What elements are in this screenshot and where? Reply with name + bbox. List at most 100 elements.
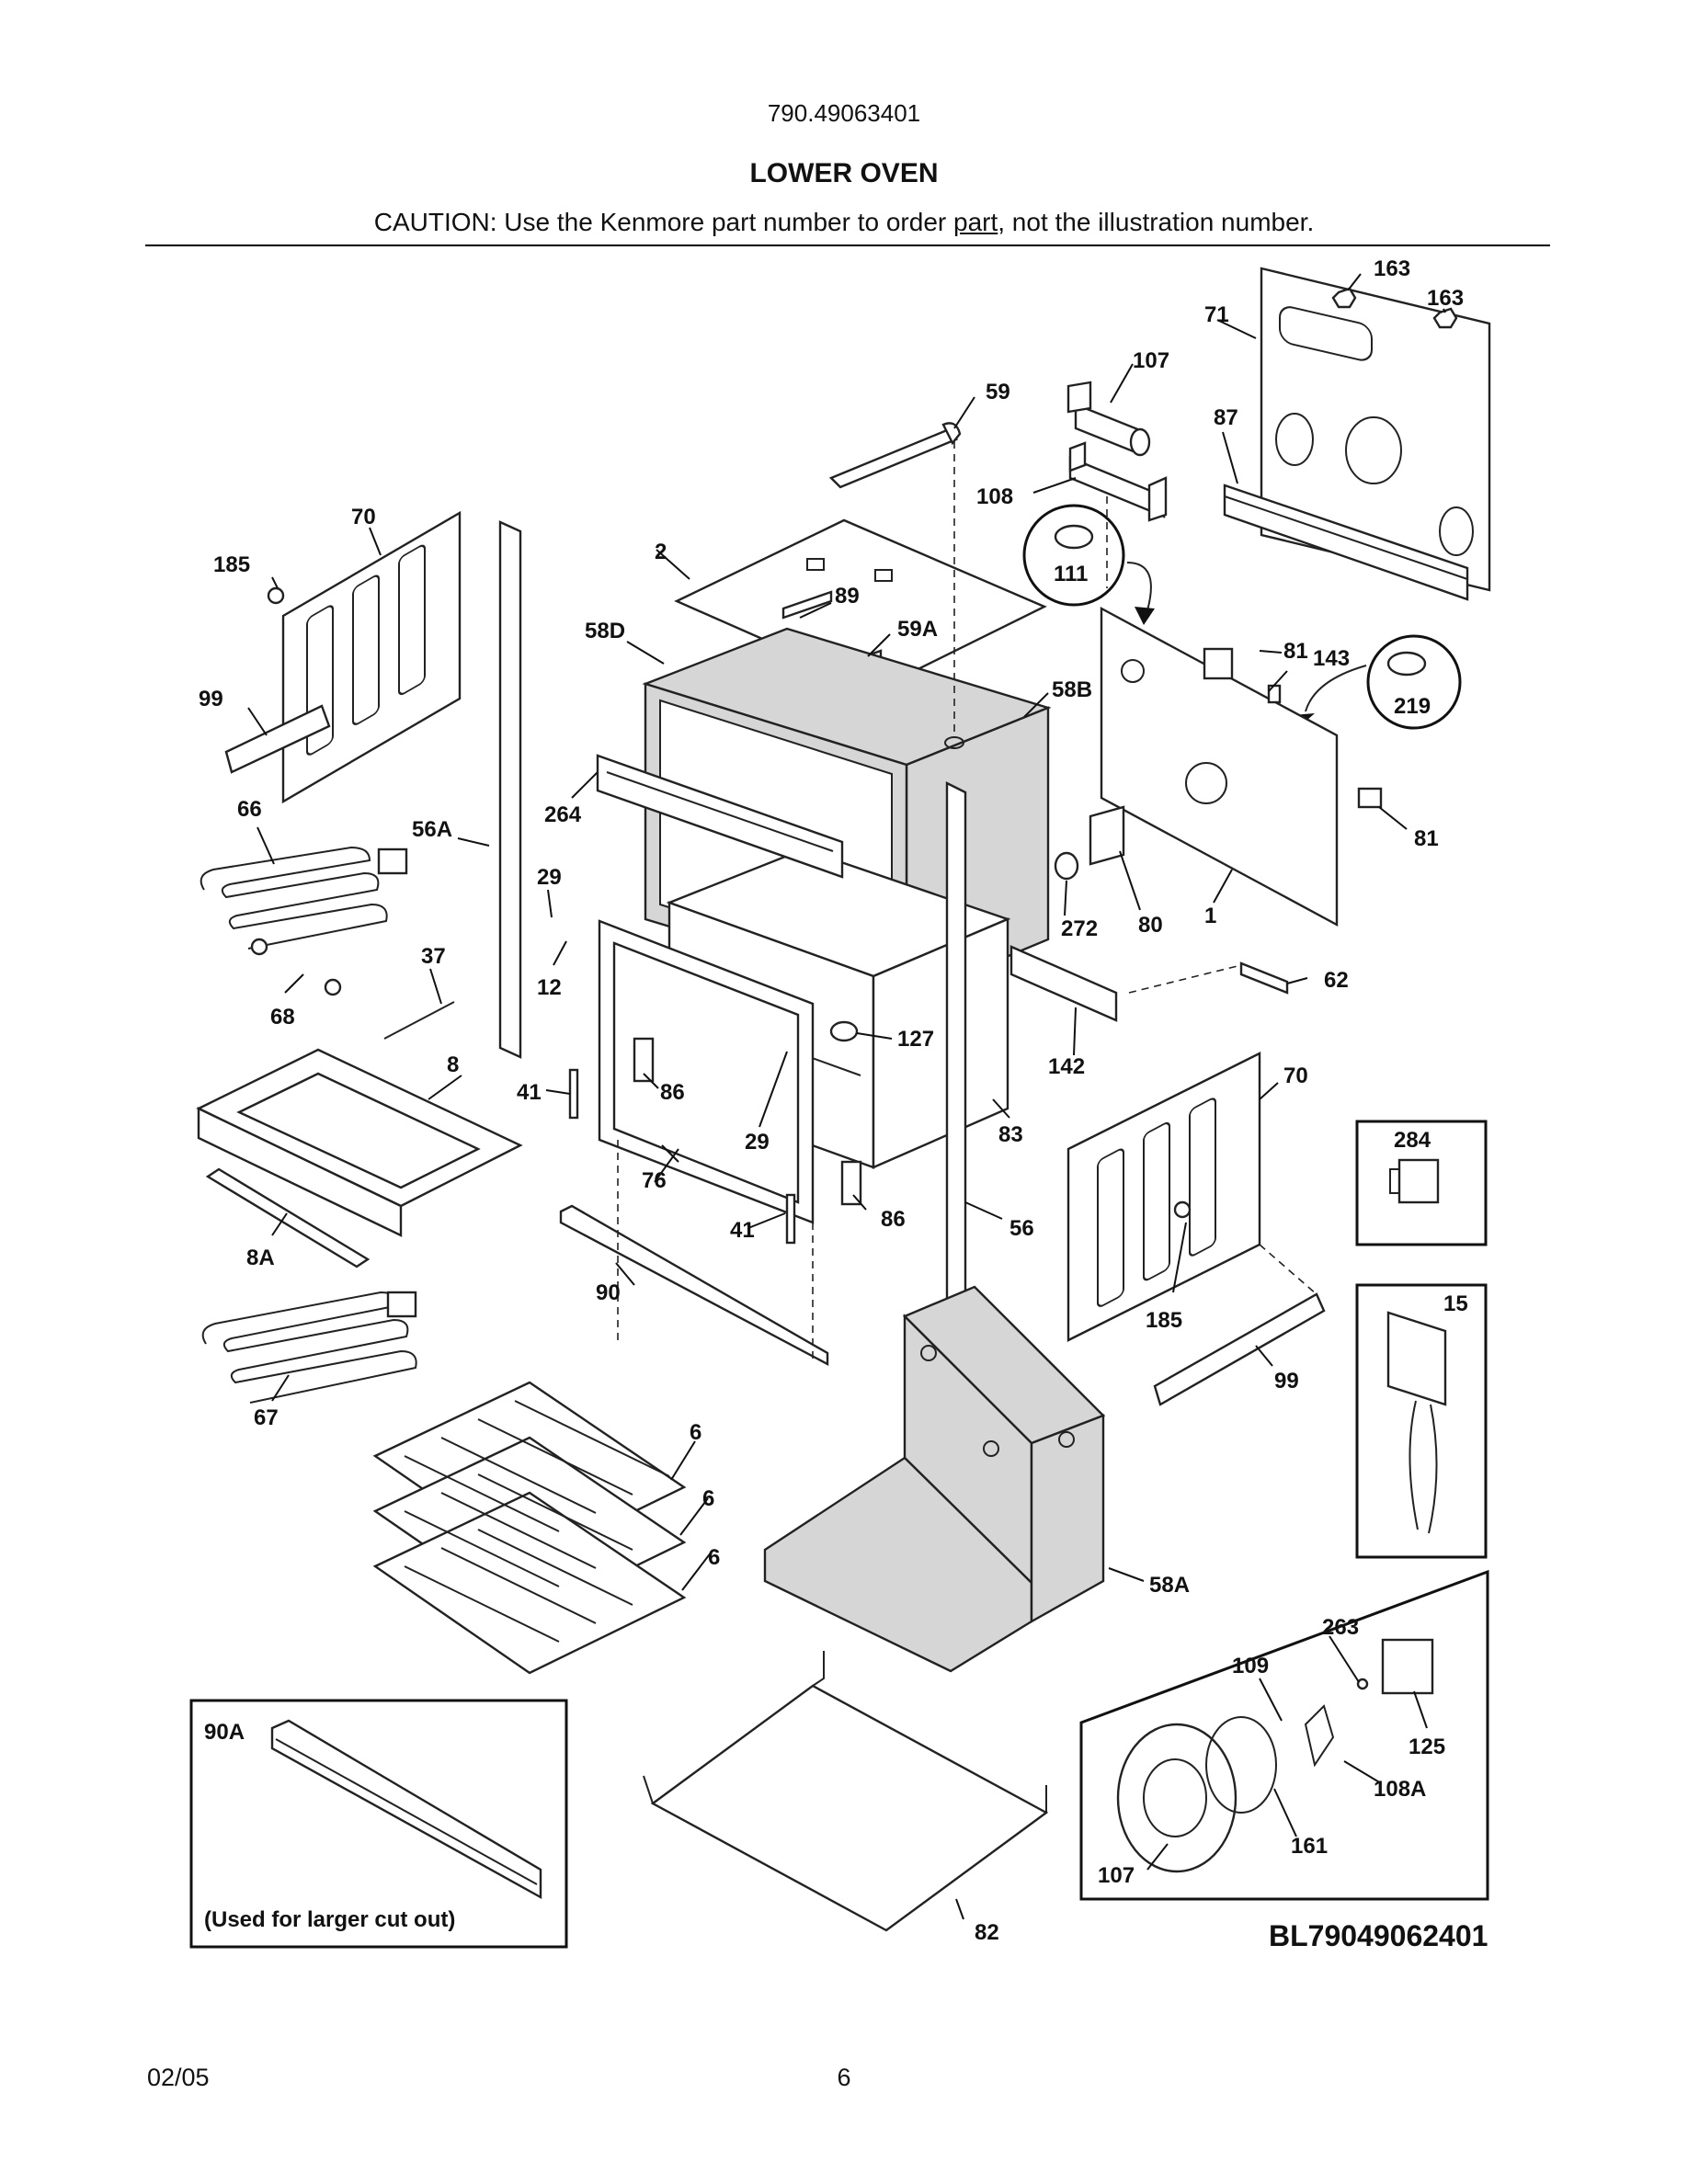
callout-70: 70 bbox=[351, 505, 376, 529]
callout-90A: 90A bbox=[204, 1720, 245, 1745]
callout-70: 70 bbox=[1283, 1064, 1308, 1088]
callout-83: 83 bbox=[998, 1122, 1023, 1147]
callout-58D: 58D bbox=[585, 619, 625, 643]
callout-2: 2 bbox=[655, 540, 667, 564]
latch-motor-15 bbox=[1386, 1311, 1447, 1534]
callout-8A: 8A bbox=[246, 1246, 275, 1270]
callout-108: 107 bbox=[1133, 348, 1169, 373]
callout-284: 284 bbox=[1394, 1128, 1431, 1153]
callout-58A: 58A bbox=[1149, 1573, 1190, 1598]
rail-56A bbox=[498, 520, 522, 1059]
callout-6: 6 bbox=[708, 1545, 720, 1570]
side-panel-70-right bbox=[1066, 1052, 1261, 1342]
caution-note: CAUTION: Use the Kenmore part number to … bbox=[0, 208, 1688, 237]
bottom-frame-82 bbox=[643, 1651, 1049, 1932]
callouts: 163 163 71 107 59 87 108 70 111 185 2 89… bbox=[199, 256, 1468, 1945]
callout-8: 8 bbox=[447, 1052, 459, 1077]
callout-67: 67 bbox=[254, 1405, 279, 1430]
callout-90: 90 bbox=[596, 1280, 621, 1305]
cooling-fan-108 bbox=[1066, 381, 1151, 457]
terminal-block-62 bbox=[1239, 961, 1289, 995]
callout-142: 142 bbox=[1048, 1054, 1085, 1079]
duct-59 bbox=[828, 422, 962, 489]
sensor-37 bbox=[383, 1001, 455, 1040]
caution-text-start: CAUTION: Use the Kenmore part number to … bbox=[373, 208, 953, 236]
inset-box-284 bbox=[1355, 1120, 1488, 1246]
transformer-284 bbox=[1389, 1158, 1440, 1204]
callout-86: 86 bbox=[881, 1207, 906, 1232]
inset-90A-note: (Used for larger cut out) bbox=[204, 1907, 455, 1932]
inset-box-convection bbox=[1079, 1569, 1489, 1901]
footer-date: 02/05 bbox=[147, 2064, 210, 2091]
callout-12: 12 bbox=[537, 975, 562, 1000]
callout-1: 1 bbox=[1204, 904, 1216, 928]
callout-163: 163 bbox=[1374, 256, 1410, 281]
callout-82: 82 bbox=[975, 1920, 999, 1945]
side-panel-70-left bbox=[267, 510, 462, 804]
oven-rack-6 bbox=[372, 1381, 687, 1675]
callout-29: 29 bbox=[745, 1130, 770, 1155]
callout-119: 111 bbox=[1054, 562, 1088, 586]
bottom-cover-8 bbox=[196, 1048, 523, 1237]
callout-76: 76 bbox=[642, 1168, 667, 1193]
callout-6: 6 bbox=[690, 1420, 701, 1445]
callout-71: 71 bbox=[1204, 302, 1229, 327]
inset-box-15 bbox=[1355, 1283, 1488, 1559]
callout-111: 109 bbox=[1232, 1654, 1269, 1678]
bake-element-67 bbox=[201, 1291, 417, 1404]
nut-127 bbox=[829, 1020, 859, 1042]
callout-87: 87 bbox=[1214, 405, 1238, 430]
leader-lines bbox=[247, 273, 1446, 1920]
broil-element-66 bbox=[200, 846, 408, 996]
hinge-41-86 bbox=[568, 1037, 862, 1245]
fan-bracket-108A bbox=[1068, 441, 1168, 522]
callout-66: 66 bbox=[237, 797, 262, 822]
header-rule bbox=[145, 245, 1550, 246]
callout-109: 108A bbox=[1374, 1777, 1426, 1802]
page-number: 6 bbox=[837, 2064, 851, 2091]
callout-127: 127 bbox=[897, 1027, 934, 1052]
callout-107: 107 bbox=[1098, 1863, 1135, 1888]
rear-panel-1 bbox=[1100, 606, 1383, 927]
callout-99: 99 bbox=[199, 687, 223, 711]
bracket-80-272 bbox=[1054, 805, 1125, 881]
callout-272: 272 bbox=[1061, 916, 1098, 941]
callout-86: 86 bbox=[660, 1080, 685, 1105]
convection-fan-assembly bbox=[1116, 1638, 1434, 1873]
callout-56A: 56A bbox=[412, 817, 452, 842]
rail-56 bbox=[945, 781, 967, 1325]
callout-37: 37 bbox=[421, 944, 446, 969]
trim-90 bbox=[559, 1204, 829, 1366]
door-frame-76 bbox=[598, 919, 815, 1224]
callout-81: 81 bbox=[1414, 826, 1439, 851]
callout-59A: 59A bbox=[897, 617, 938, 642]
callout-62: 62 bbox=[1324, 968, 1349, 993]
callout-15: 15 bbox=[1443, 1291, 1468, 1316]
callout-41: 41 bbox=[517, 1080, 542, 1105]
callout-68: 68 bbox=[270, 1005, 295, 1029]
page-title: LOWER OVEN bbox=[749, 158, 939, 188]
callout-185: 185 bbox=[213, 552, 250, 577]
callout-41: 41 bbox=[730, 1218, 755, 1243]
panel-142 bbox=[1009, 945, 1118, 1022]
callout-6: 6 bbox=[702, 1486, 714, 1511]
callout-56: 56 bbox=[1009, 1216, 1034, 1241]
callout-161: 161 bbox=[1291, 1834, 1328, 1859]
callout-125: 125 bbox=[1409, 1735, 1445, 1759]
trim-90A bbox=[270, 1719, 542, 1900]
thermostat-119-inset bbox=[1022, 504, 1155, 625]
catalog-number: BL79049062401 bbox=[1269, 1919, 1488, 1952]
callout-89: 89 bbox=[835, 584, 860, 609]
callout-58B: 58B bbox=[1052, 677, 1092, 702]
bracket-99-left bbox=[224, 704, 331, 774]
callout-219: 219 bbox=[1394, 694, 1431, 719]
callout-99: 99 bbox=[1274, 1369, 1299, 1393]
callout-163: 163 bbox=[1427, 286, 1464, 311]
caution-underlined-word: part bbox=[953, 208, 998, 236]
trim-264 bbox=[596, 754, 844, 879]
callout-263: 263 bbox=[1322, 1615, 1359, 1640]
callout-81: 81 bbox=[1283, 639, 1308, 664]
callout-80: 80 bbox=[1138, 913, 1163, 938]
assembly-lines bbox=[617, 441, 1317, 1360]
